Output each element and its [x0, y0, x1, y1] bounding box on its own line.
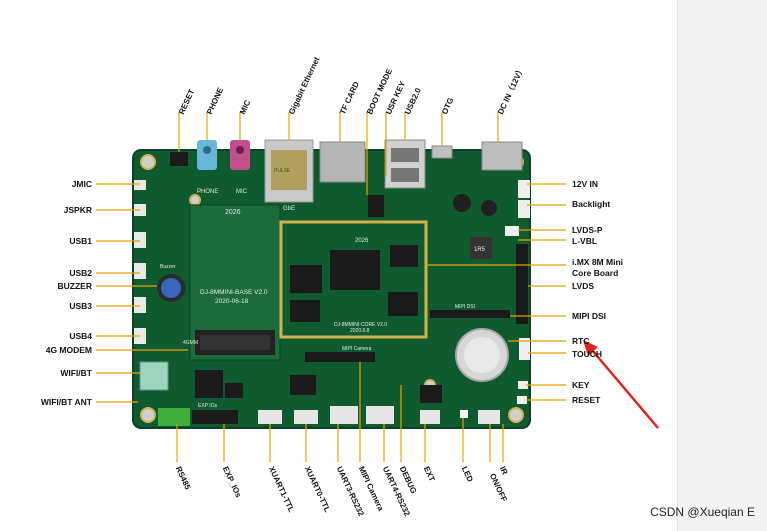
label-usb4: USB4 — [69, 331, 92, 341]
mipi-dsi-fpc — [430, 310, 510, 318]
silk-core-top: 2026 — [355, 238, 369, 244]
silk-mic: MIC — [236, 189, 248, 195]
onoff-connector — [478, 410, 500, 424]
boot-mode-switch — [368, 195, 384, 217]
capacitor — [453, 194, 471, 212]
rs485-terminal — [158, 408, 190, 426]
side-strip — [677, 0, 767, 531]
ext-connector — [420, 410, 440, 424]
silk-base-name: DJ-8MMINI-BASE V2.0 — [200, 289, 268, 296]
chip — [195, 370, 223, 398]
silk-ind: 1R5 — [474, 247, 486, 253]
mount-hole — [140, 154, 156, 170]
pmic-chip — [290, 300, 320, 322]
label-key: KEY — [572, 380, 590, 390]
xuart0-connector — [294, 410, 318, 424]
label-usb3: USB3 — [69, 301, 92, 311]
buzzer-ring — [161, 278, 181, 298]
silk-base-date: 2020-06-18 — [215, 298, 249, 305]
m2-slot-inner — [200, 335, 270, 350]
dc-in-jack — [481, 141, 523, 171]
chip — [420, 385, 442, 403]
uart4-connector — [366, 406, 394, 424]
mount-hole — [508, 407, 524, 423]
silk-gbe: GbE — [283, 206, 295, 212]
xuart1-connector — [258, 410, 282, 424]
chip — [290, 375, 316, 395]
label-12v-in: 12V IN — [572, 179, 598, 189]
12v-in-connector — [518, 180, 530, 198]
mount-hole — [140, 407, 156, 423]
usb2-connector — [134, 263, 146, 279]
label-usb1: USB1 — [69, 236, 92, 246]
jmic-connector — [134, 180, 146, 190]
tf-card-slot — [319, 141, 366, 183]
red-arrow — [583, 340, 659, 429]
label-buzzer: BUZZER — [57, 281, 92, 291]
label-l-vbl: L-VBL — [572, 236, 598, 246]
silk-core-name: DJ-8MMINI-CORE V2.0 — [334, 322, 387, 328]
label-wifi-bt: WIFI/BT — [60, 368, 92, 378]
label-reset-right: RESET — [572, 395, 601, 405]
silk-eth-tag: PULSE — [274, 168, 291, 174]
watermark: CSDN @Xueqian E — [650, 505, 755, 519]
exp-io-header — [192, 410, 238, 424]
chip — [225, 383, 243, 398]
lvds-p-connector — [505, 226, 519, 236]
leader-lines — [96, 112, 566, 462]
key-button — [518, 381, 528, 389]
label-mipi-dsi: MIPI DSI — [572, 311, 607, 321]
silk-mipi-camera: MIPI Camera — [342, 346, 372, 352]
led — [460, 410, 468, 418]
silk-core-date: 2020.6.8 — [350, 328, 370, 334]
usb3-connector — [134, 297, 146, 313]
lvds-connector — [516, 244, 528, 324]
silk-mipi-dsi: MIPI DSI — [455, 304, 475, 310]
label-usb2: USB2 — [69, 268, 92, 278]
ram-chip — [290, 265, 322, 293]
otg-port — [431, 145, 453, 159]
label-4g-modem: 4G MODEM — [45, 345, 92, 355]
reset-button — [170, 152, 188, 166]
inductor — [470, 237, 492, 259]
label-core-board: Core Board — [572, 268, 619, 278]
silk-4g: 4GMM — [183, 340, 198, 346]
label-backlight: Backlight — [572, 199, 611, 209]
uart3-connector — [330, 406, 358, 424]
label-rtc: RTC — [572, 336, 590, 346]
phone-jack — [197, 140, 217, 170]
label-lvds-p: LVDS-P — [572, 225, 603, 235]
touch-connector — [519, 338, 530, 360]
label-jmic: JMIC — [71, 179, 92, 189]
silk-phone: PHONE — [197, 189, 218, 195]
silk-base-top: 2026 — [225, 209, 241, 216]
silk-exp: EXP IOs — [198, 403, 218, 409]
label-touch: TOUCH — [572, 349, 603, 359]
silk-buzzer: Buzzer — [160, 264, 176, 270]
label-lvds: LVDS — [572, 281, 595, 291]
backlight-connector — [518, 200, 530, 218]
imx8m-soc — [330, 250, 380, 290]
label-imx8m-mini: i.MX 8M Mini — [572, 257, 623, 267]
wifi-module — [139, 361, 169, 391]
usb1-connector — [134, 232, 146, 248]
mic-jack — [230, 140, 250, 170]
emmc-chip — [390, 245, 418, 267]
flash-chip — [388, 292, 418, 316]
capacitor — [481, 200, 497, 216]
label-jspkr: JSPKR — [63, 205, 92, 215]
mount-hole — [189, 194, 201, 206]
reset-button-right — [517, 396, 527, 404]
label-wifi-bt-ant: WIFI/BT ANT — [40, 397, 92, 407]
mipi-camera-connector — [305, 352, 375, 362]
